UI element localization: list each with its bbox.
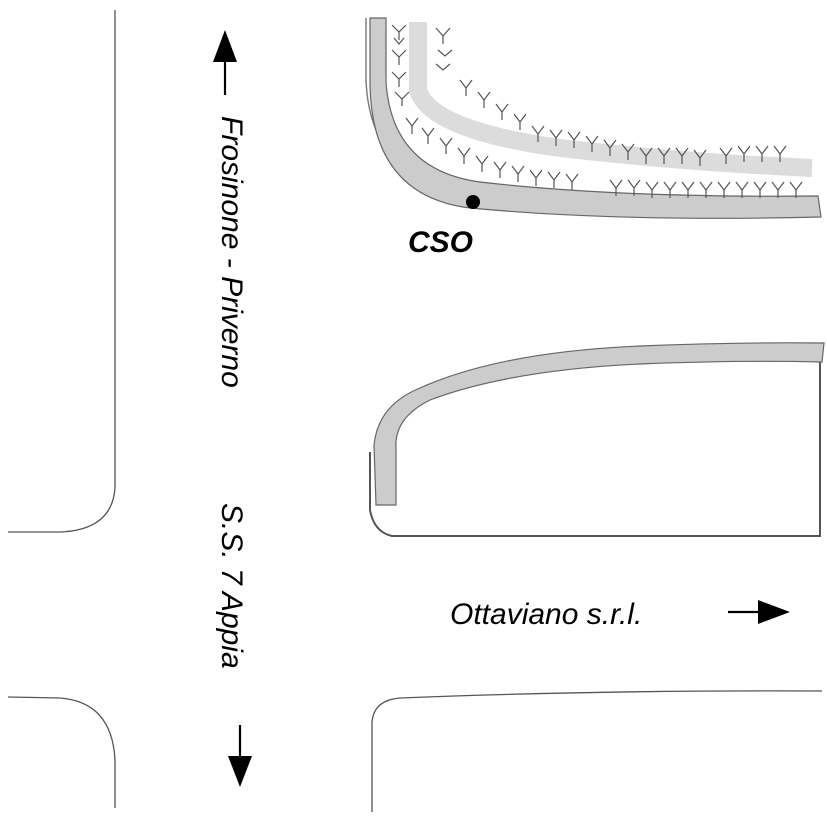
grass-tuft-icon [663,181,677,198]
road-label-east: Ottaviano s.r.l. [450,598,642,631]
grass-tuft-icon [675,147,689,164]
road-label-north-south-line1: Frosinone - Priverno [215,116,248,388]
block-outline-east [369,355,821,537]
grass-tuft-icon [531,125,545,142]
kerb-band-east [373,342,825,506]
kerb-band-north-east [369,17,822,219]
grass-tuft-icon [565,173,579,190]
point-marker-icon [466,195,480,209]
grass-tuft-icon [603,139,617,156]
arrow-down-icon [228,725,252,787]
grass-tuft-icon [719,147,733,164]
grass-tuft-icon [567,131,581,148]
grass-tuft-icon [391,49,407,65]
grass-tuft-icon [645,181,659,198]
grass-tuft-icon [717,181,731,198]
grass-tuft-icon [493,161,507,178]
grass-tuft-icon [495,103,509,120]
verge-north-east [409,22,813,177]
grass-tuft-icon [394,91,410,106]
grass-tuft-icon [627,179,641,196]
grass-tuft-icon [585,135,599,152]
grass-tuft-icon [699,181,713,198]
road-edge-west-upper [8,10,116,533]
grass-tuft-icon [391,71,407,87]
grass-tuft-icon [435,63,451,71]
grass-tuft-icon [753,181,767,198]
road-edge-west-lower [7,696,116,808]
grass-tuft-icon [405,117,419,134]
point-label-cso: CSO [408,226,473,259]
grass-tuft-icon [547,171,561,188]
vegetation-north-east [391,24,803,198]
grass-tuft-icon [477,91,491,108]
grass-tuft-icon [435,27,453,57]
grass-tuft-icon [737,145,751,162]
grass-tuft-icon [475,155,489,172]
grass-tuft-icon [735,181,749,198]
grass-tuft-icon [755,145,769,162]
grass-tuft-icon [771,181,785,198]
grass-tuft-icon [421,127,435,144]
grass-tuft-icon [639,147,653,164]
grass-tuft-icon [529,169,543,186]
grass-tuft-icon [681,181,695,198]
grass-tuft-icon [511,165,525,182]
grass-tuft-icon [657,147,671,164]
arrow-right-icon [728,600,790,624]
arrow-up-icon [213,30,237,95]
grass-tuft-icon [549,129,563,146]
grass-tuft-icon [513,113,527,130]
road-label-north-south-line2: S.S. 7 Appia [215,503,248,669]
grass-tuft-icon [789,181,803,198]
grass-tuft-icon [457,147,471,164]
grass-tuft-icon [773,145,787,162]
grass-tuft-icon [391,24,407,45]
grass-tuft-icon [459,79,473,96]
grass-tuft-icon [609,179,623,196]
road-edge-south-east [371,690,823,812]
grass-tuft-icon [621,143,635,160]
grass-tuft-icon [439,137,453,154]
grass-tuft-icon [693,149,707,166]
